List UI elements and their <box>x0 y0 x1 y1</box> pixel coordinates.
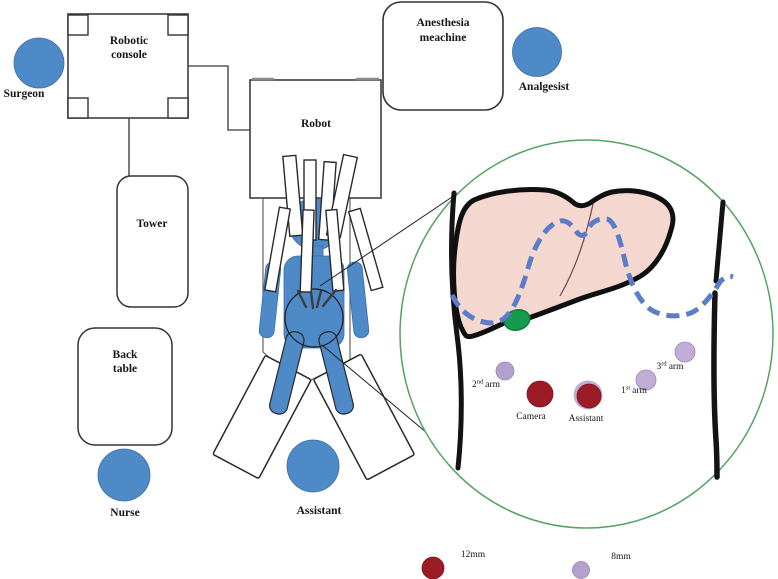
port-camera <box>526 380 554 408</box>
robot-arm-lower-2 <box>299 209 315 293</box>
nurse-circle <box>97 448 151 502</box>
console-caster-top-left <box>67 14 89 36</box>
anesthesia-machine-box <box>382 1 504 111</box>
port-arm1 <box>635 369 657 391</box>
robot-label: Robot <box>301 118 331 130</box>
body-outline-right-upper <box>713 199 726 284</box>
back-table-label-line2: table <box>113 363 137 375</box>
instrument-tip-3 <box>315 289 323 309</box>
body-outline-left <box>449 190 464 471</box>
robotic-console-label-line2: console <box>111 49 147 61</box>
surgeon-label: Surgeon <box>4 88 46 100</box>
zoom-line-upper <box>319 192 459 287</box>
instrument-tip-4 <box>321 288 338 308</box>
robot-arms <box>264 153 384 293</box>
tower-box <box>116 175 189 308</box>
legend-12mm-dot <box>421 556 445 579</box>
zoom-line-lower <box>321 344 434 439</box>
port-arm2 <box>495 361 515 381</box>
robotic-console-label-line1: Robotic <box>110 35 148 47</box>
liver-lobe-line <box>559 203 594 297</box>
legend-12mm-label: 12mm <box>461 550 486 560</box>
port-arm3 <box>674 341 696 363</box>
robot-arm-lower-3 <box>325 208 345 292</box>
costal-margin-dashed-line <box>449 216 734 326</box>
surgeon-circle <box>13 37 65 89</box>
assistant-circle <box>286 439 340 493</box>
robot-arm-lower-4 <box>347 207 384 292</box>
anesthesia-machine-label-line2: meachine <box>420 32 467 44</box>
port-label-camera: Camera <box>516 412 546 422</box>
patient-torso <box>283 255 345 349</box>
robot-arm-upper-1 <box>282 154 304 237</box>
patient-arm-right <box>346 261 370 339</box>
nurse-label: Nurse <box>110 507 139 519</box>
patient-leg-left <box>269 331 305 415</box>
console-robot-connector <box>188 65 250 131</box>
robot-arm-lower-1 <box>264 206 292 293</box>
back-table-label-line1: Back <box>113 349 139 361</box>
legend-8mm-label: 8mm <box>611 552 631 562</box>
instrument-tip-2 <box>309 290 315 310</box>
body-outline-right-lower <box>711 290 720 480</box>
port-label-assistant: Assistant <box>569 414 604 424</box>
console-caster-bottom-left <box>67 97 89 119</box>
analgesist-circle <box>512 27 562 77</box>
console-caster-top-right <box>167 14 189 36</box>
port-assistant <box>576 383 602 409</box>
console-caster-bottom-right <box>167 97 189 119</box>
anesthesia-machine-label-line1: Anesthesia <box>416 17 469 29</box>
patient-leg-right <box>318 331 354 415</box>
assistant-label: Assistant <box>297 505 342 517</box>
instrument-tips <box>296 288 338 310</box>
analgesist-label: Analgesist <box>519 81 570 93</box>
tower-label: Tower <box>137 218 168 230</box>
back-table-box <box>77 327 173 446</box>
legend-8mm-dot <box>572 561 590 579</box>
abdomen-zoom-circle <box>284 288 344 348</box>
instrument-tip-1 <box>296 289 308 309</box>
